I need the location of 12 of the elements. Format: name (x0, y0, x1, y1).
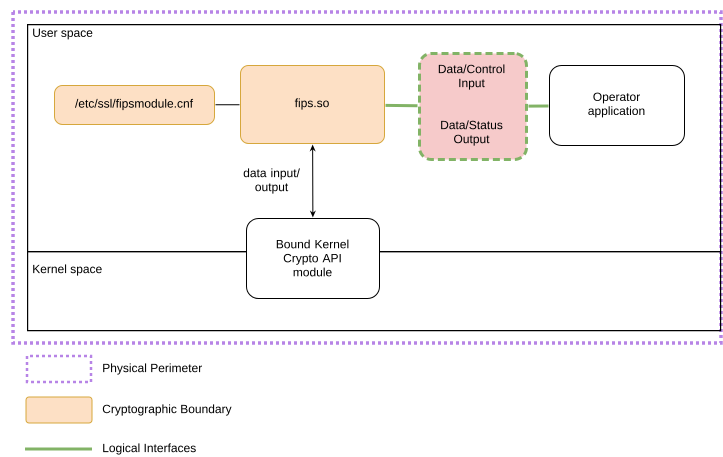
connector-line (385, 104, 418, 108)
module-box: fips.so (240, 65, 385, 144)
config-file-box: /etc/ssl/fipsmodule.cnf (54, 85, 215, 125)
connector-line (528, 104, 549, 108)
legend-label: Logical Interfaces (103, 443, 196, 455)
application-box: Operator application (549, 65, 685, 146)
legend-label: Cryptographic Boundary (102, 404, 232, 416)
connector-line (215, 104, 240, 106)
legend-label: Physical Perimeter (103, 363, 202, 375)
interface-box: Data/Control Input Data/Status Output (418, 52, 528, 161)
edge-label: data input/ output (234, 167, 309, 195)
kernel-module-box: Bound Kernel Crypto API module (246, 218, 380, 299)
